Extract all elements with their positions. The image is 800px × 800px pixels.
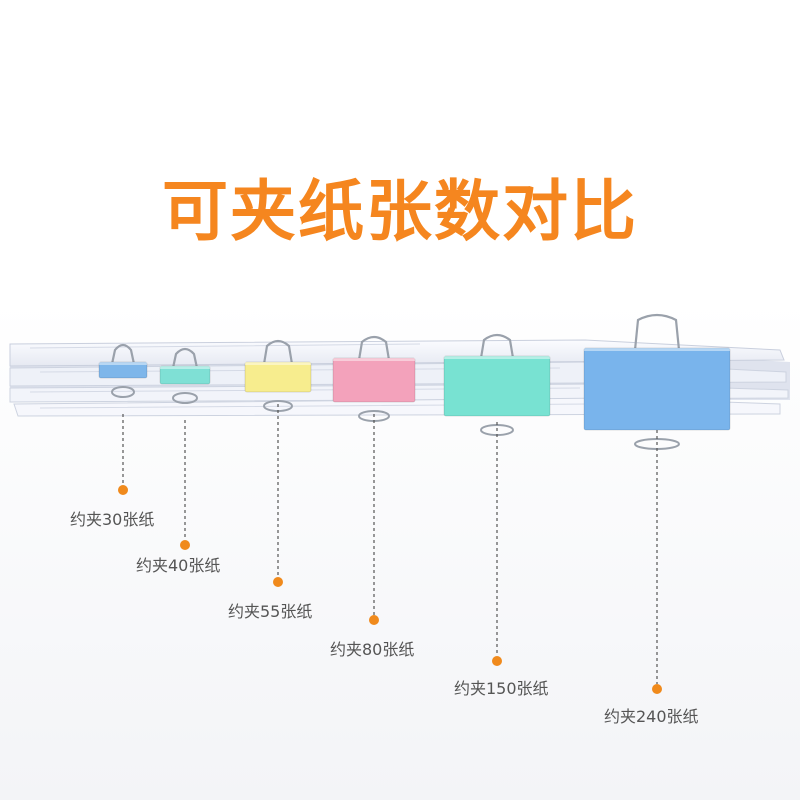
capacity-label-2: 约夹40张纸 xyxy=(136,556,221,575)
clip-handle-top xyxy=(633,313,681,351)
clip-body xyxy=(98,361,148,379)
capacity-label-5: 约夹150张纸 xyxy=(454,679,549,698)
clip-handle-top xyxy=(171,347,199,369)
clip-highlight xyxy=(99,362,147,365)
binder-clip-1 xyxy=(98,343,148,398)
capacity-label-3: 约夹55张纸 xyxy=(228,602,313,621)
leader-dot-1 xyxy=(118,485,128,495)
capacity-label-6: 约夹240张纸 xyxy=(604,707,699,726)
clip-body xyxy=(159,365,211,385)
clip-body xyxy=(443,355,551,417)
clip-highlight xyxy=(333,358,415,361)
clip-highlight xyxy=(584,348,730,351)
binder-clip-2 xyxy=(159,347,211,404)
clip-handle-bottom xyxy=(172,392,198,404)
binder-clip-6 xyxy=(583,313,731,450)
leader-dot-6 xyxy=(652,684,662,694)
clip-body xyxy=(583,347,731,431)
clip-highlight xyxy=(245,362,311,365)
leader-dot-3 xyxy=(273,577,283,587)
capacity-label-4: 约夹80张纸 xyxy=(330,640,415,659)
clip-body xyxy=(244,361,312,393)
binder-clip-3 xyxy=(244,339,312,412)
clip-handle-top xyxy=(110,343,136,365)
page-title: 可夹纸张数对比 xyxy=(162,173,638,250)
clip-body xyxy=(332,357,416,403)
capacity-label-1: 约夹30张纸 xyxy=(70,510,155,529)
clip-handle-top xyxy=(357,335,391,361)
clip-highlight xyxy=(160,366,210,369)
clip-highlight xyxy=(444,356,550,359)
leader-dot-5 xyxy=(492,656,502,666)
leader-dot-2 xyxy=(180,540,190,550)
binder-clip-5 xyxy=(443,333,551,436)
clip-handle-top xyxy=(479,333,515,359)
leader-dot-4 xyxy=(369,615,379,625)
clip-handle-top xyxy=(262,339,294,365)
clip-handle-bottom xyxy=(111,386,135,398)
